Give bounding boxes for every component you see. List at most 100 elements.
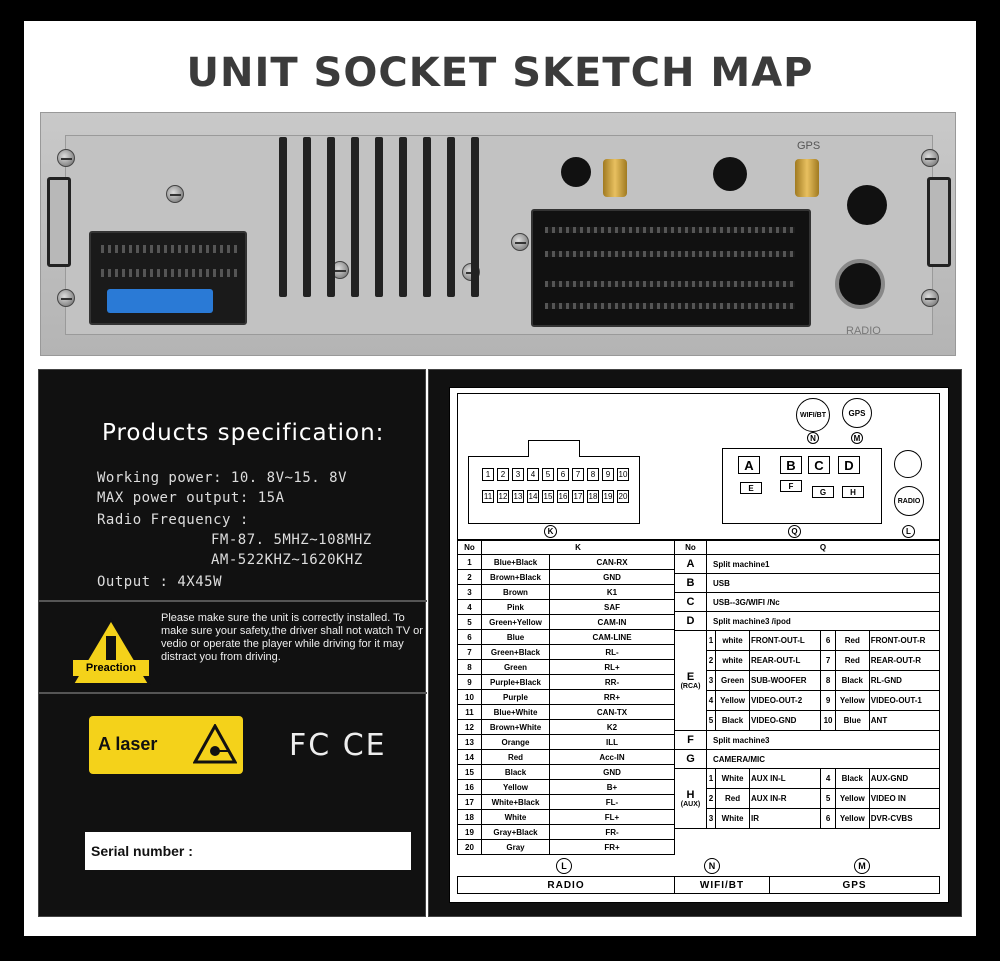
wire-color: Blue+Black xyxy=(481,554,550,570)
socket-letter: H(AUX) xyxy=(674,768,707,829)
warning-text: Please make sure the unit is correctly i… xyxy=(161,612,423,663)
wire-color: White+Black xyxy=(481,794,550,810)
warning-block: Preaction Please make sure the unit is c… xyxy=(39,600,427,694)
k-pin-number: 4 xyxy=(527,468,539,481)
footer-radio: RADIO xyxy=(457,876,675,894)
wire-color: Black xyxy=(834,768,870,789)
spec-panel: Products specification: Working power: 1… xyxy=(38,369,427,917)
pin-function: ANT xyxy=(868,710,941,731)
footer-marker-n: N xyxy=(704,858,720,874)
radio-marker: L xyxy=(902,525,915,538)
screw-icon xyxy=(57,289,75,307)
screw-icon xyxy=(511,233,529,251)
k-pin-number: 1 xyxy=(482,468,494,481)
wire-color: Red xyxy=(715,788,751,809)
pin-number: 9 xyxy=(457,674,482,690)
wire-color: Green xyxy=(715,670,751,691)
pin-number: 6 xyxy=(457,629,482,645)
k-pin-number: 5 xyxy=(542,468,554,481)
socket-letter: G xyxy=(674,749,707,769)
serial-label: Serial number : xyxy=(91,843,193,859)
right-mount-tab xyxy=(927,177,951,267)
k-pin-number: 19 xyxy=(602,490,614,503)
wire-color: Gray xyxy=(481,839,550,855)
pin-function: VIDEO-GND xyxy=(749,710,822,731)
pin-number: 11 xyxy=(457,704,482,720)
pin-function: REAR-OUT-R xyxy=(868,650,941,671)
footer-wifi: WIFI/BT xyxy=(674,876,770,894)
pin-function: REAR-OUT-L xyxy=(749,650,822,671)
pin-number: 4 xyxy=(457,599,482,615)
wire-color: Red xyxy=(481,749,550,765)
vent-slot xyxy=(375,137,383,297)
pin-number: 5 xyxy=(820,788,836,809)
wire-color: Brown+White xyxy=(481,719,550,735)
am-range: AM-522KHZ~1620KHZ xyxy=(211,552,363,568)
pin-function: IR xyxy=(749,808,822,829)
footer-gps: GPS xyxy=(769,876,940,894)
k-connector xyxy=(89,231,247,325)
pin-number: 17 xyxy=(457,794,482,810)
k-pin-number: 9 xyxy=(602,468,614,481)
k-pin-number: 14 xyxy=(527,490,539,503)
q-socket-a: A xyxy=(738,456,760,474)
fm-range: FM-87. 5MHZ~108MHZ xyxy=(211,532,372,548)
wire-color: Gray+Black xyxy=(481,824,550,840)
fc-ce-marks: FC CE xyxy=(289,728,387,763)
pin-function: FL+ xyxy=(549,809,675,825)
wire-color: Yellow xyxy=(834,808,870,829)
q-socket-g: G xyxy=(812,486,834,498)
gps-mark: GPS xyxy=(797,140,821,152)
pin-number: 12 xyxy=(457,719,482,735)
wire-color: Yellow xyxy=(481,779,550,795)
pin-function: GND xyxy=(549,764,675,780)
pin-function: ILL xyxy=(549,734,675,750)
pin-function: FL- xyxy=(549,794,675,810)
warning-sign-label: Preaction xyxy=(73,660,149,676)
wire-color: Yellow xyxy=(834,788,870,809)
k-pin-number: 7 xyxy=(572,468,584,481)
socket-function: USB xyxy=(706,573,940,593)
wire-color: White xyxy=(715,808,751,829)
vent-slot xyxy=(327,137,335,297)
pin-number: 4 xyxy=(820,768,836,789)
pin-function: SAF xyxy=(549,599,675,615)
vent-slot xyxy=(399,137,407,297)
socket-function: CAMERA/MIC xyxy=(706,749,940,769)
pin-function: AUX-GND xyxy=(868,768,941,789)
k-pin-number: 12 xyxy=(497,490,509,503)
pin-function: CAN-RX xyxy=(549,554,675,570)
q-socket-c: C xyxy=(808,456,830,474)
wire-color: Black xyxy=(715,710,751,731)
gps-antenna-symbol: GPS xyxy=(842,398,872,428)
pin-function: FR- xyxy=(549,824,675,840)
radio-socket-symbol: RADIO xyxy=(894,486,924,516)
q-socket-b: B xyxy=(780,456,802,474)
pin-function: CAM-IN xyxy=(549,614,675,630)
footer-marker-m: M xyxy=(854,858,870,874)
screw-icon xyxy=(166,185,184,203)
port-hole xyxy=(713,157,747,191)
q-socket-d: D xyxy=(838,456,860,474)
pin-function: AUX IN-R xyxy=(749,788,822,809)
screw-icon xyxy=(331,261,349,279)
